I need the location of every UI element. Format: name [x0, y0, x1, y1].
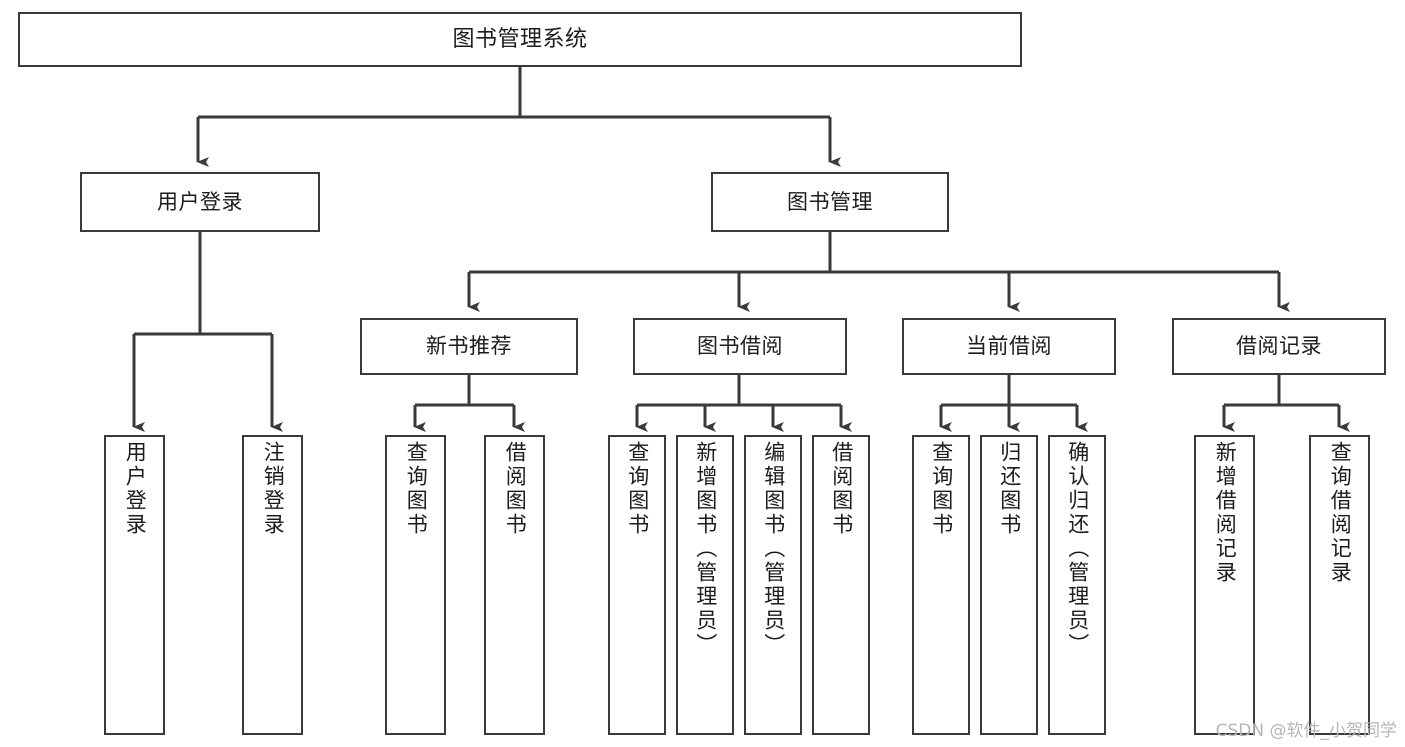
- node-label: 查询图书: [625, 441, 650, 537]
- node-root-book-management-system[interactable]: 图书管理系统: [18, 12, 1022, 67]
- node-label: 归还图书: [997, 441, 1022, 537]
- leaf-confirm-return-admin[interactable]: 确认归还（管理员）: [1048, 435, 1106, 735]
- node-label: 当前借阅: [966, 334, 1052, 358]
- leaf-query-book-borrow[interactable]: 查询图书: [608, 435, 666, 735]
- leaf-add-book-admin[interactable]: 新增图书（管理员）: [676, 435, 734, 735]
- node-label: 新增图书（管理员）: [693, 441, 718, 657]
- node-label: 注销登录: [261, 441, 286, 537]
- node-label: 借阅图书: [829, 441, 854, 537]
- node-book-borrow[interactable]: 图书借阅: [633, 318, 847, 375]
- node-label: 图书管理系统: [452, 26, 588, 52]
- leaf-query-book-current[interactable]: 查询图书: [912, 435, 970, 735]
- node-label: 确认归还（管理员）: [1065, 441, 1090, 657]
- leaf-return-book[interactable]: 归还图书: [980, 435, 1038, 735]
- node-label: 图书借阅: [697, 334, 783, 358]
- node-label: 借阅记录: [1236, 334, 1322, 358]
- node-current-borrow[interactable]: 当前借阅: [902, 318, 1116, 375]
- leaf-user-login[interactable]: 用户登录: [104, 435, 165, 735]
- node-label: 编辑图书（管理员）: [761, 441, 786, 657]
- node-label: 借阅图书: [503, 441, 528, 537]
- leaf-borrow-book[interactable]: 借阅图书: [812, 435, 870, 735]
- leaf-edit-book-admin[interactable]: 编辑图书（管理员）: [744, 435, 802, 735]
- node-user-login[interactable]: 用户登录: [80, 172, 320, 232]
- leaf-logout[interactable]: 注销登录: [242, 435, 303, 735]
- node-book-management[interactable]: 图书管理: [711, 172, 949, 232]
- node-new-book-recommend[interactable]: 新书推荐: [360, 318, 578, 375]
- node-label: 查询借阅记录: [1328, 441, 1353, 585]
- node-label: 查询图书: [404, 441, 429, 537]
- node-label: 用户登录: [123, 441, 148, 537]
- node-label: 新增借阅记录: [1213, 441, 1238, 585]
- leaf-query-book-recommend[interactable]: 查询图书: [385, 435, 446, 735]
- csdn-watermark: CSDN @软件_小贺同学: [1215, 721, 1397, 741]
- leaf-add-borrow-record[interactable]: 新增借阅记录: [1194, 435, 1255, 735]
- node-label: 图书管理: [787, 189, 873, 214]
- node-borrow-record[interactable]: 借阅记录: [1172, 318, 1386, 375]
- node-label: 新书推荐: [426, 334, 512, 358]
- node-label: 查询图书: [929, 441, 954, 537]
- node-label: 用户登录: [157, 189, 243, 214]
- leaf-borrow-book-recommend[interactable]: 借阅图书: [484, 435, 545, 735]
- leaf-query-borrow-record[interactable]: 查询借阅记录: [1309, 435, 1370, 735]
